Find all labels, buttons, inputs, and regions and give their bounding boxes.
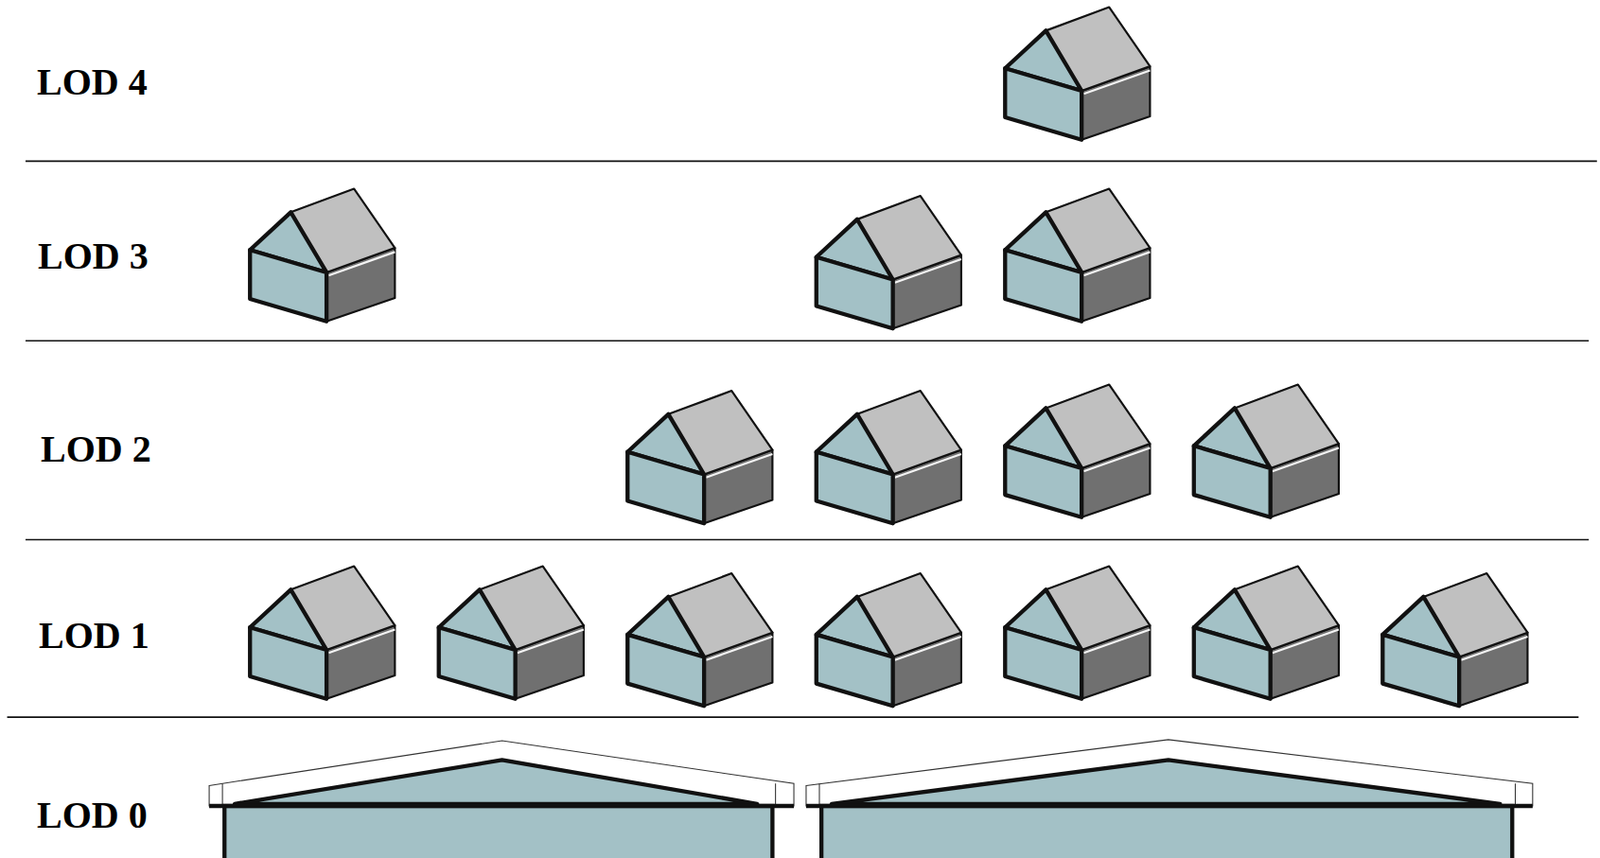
house [1004, 7, 1150, 141]
separator-line [7, 716, 1580, 719]
house [1004, 566, 1150, 700]
house [1194, 385, 1339, 518]
house [627, 390, 773, 524]
level-label: LOD 4 [36, 61, 148, 104]
building-front [209, 740, 794, 858]
house [249, 566, 395, 700]
house [816, 195, 962, 329]
house [816, 390, 962, 524]
level-label: LOD 1 [38, 615, 150, 657]
house [627, 573, 773, 706]
level-label: LOD 0 [36, 794, 148, 837]
house [1004, 189, 1150, 322]
house [1194, 566, 1339, 700]
separator-line [25, 539, 1589, 542]
level-label: LOD 2 [40, 428, 152, 471]
level-label: LOD 3 [37, 235, 149, 278]
house [1004, 385, 1150, 518]
house [1382, 573, 1528, 706]
house [439, 566, 584, 700]
separator-line [25, 160, 1598, 163]
separator-line [25, 339, 1589, 342]
house [816, 573, 962, 706]
building-front [806, 739, 1533, 858]
house [249, 189, 395, 322]
